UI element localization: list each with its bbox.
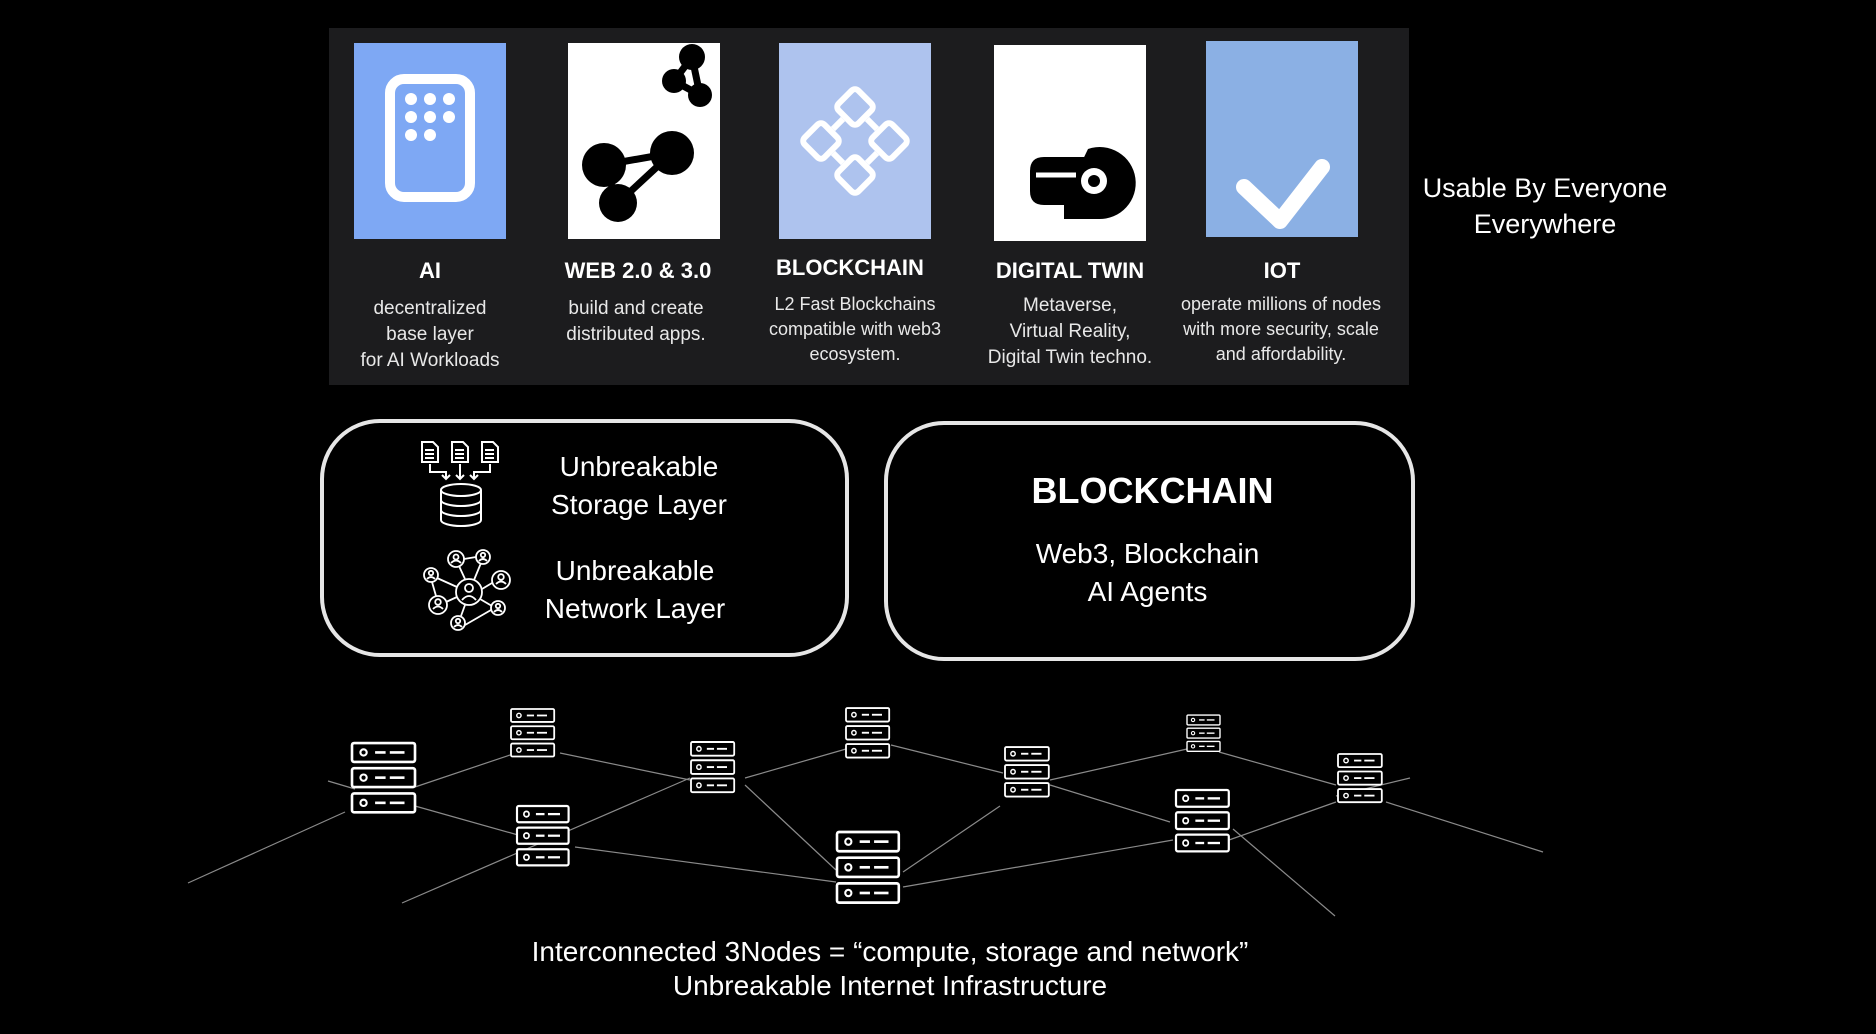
server-rack-icon <box>845 707 891 759</box>
card-title-iot: IOT <box>1263 258 1301 283</box>
card-title-ai: AI <box>419 258 441 283</box>
card-desc-blockchain: L2 Fast Blockchains compatible with web3… <box>768 294 942 364</box>
blockchain-box <box>884 421 1415 661</box>
network-layer-label: Unbreakable Network Layer <box>544 555 726 624</box>
digital-twin-card-image <box>994 45 1146 241</box>
server-rack-icon <box>835 830 901 904</box>
card-desc-web: build and create distributed apps. <box>566 298 706 345</box>
database-documents-icon <box>421 441 499 527</box>
iot-card-image <box>1206 41 1358 237</box>
card-title-digital-twin: DIGITAL TWIN <box>995 258 1145 283</box>
server-rack-icon <box>690 741 736 794</box>
bottom-caption: Interconnected 3Nodes = “compute, storag… <box>531 936 1249 1001</box>
server-rack-icon <box>350 741 417 814</box>
vr-headset-icon <box>994 45 1146 241</box>
card-title-blockchain: BLOCKCHAIN <box>776 255 924 280</box>
card-title-web: WEB 2.0 & 3.0 <box>564 258 712 283</box>
tablet-icon <box>354 43 506 239</box>
server-rack-icon <box>1174 788 1230 853</box>
web-card-image <box>568 43 720 239</box>
network-graph-icon <box>568 43 720 239</box>
server-rack-icon <box>1337 753 1383 804</box>
blockchain-blocks-icon <box>779 43 931 239</box>
layers-box <box>320 419 849 657</box>
people-network-icon <box>423 549 511 631</box>
server-rack-icon <box>1004 746 1050 798</box>
blockchain-box-title: BLOCKCHAIN <box>1031 470 1274 511</box>
server-rack-icon <box>510 708 556 758</box>
server-rack-icon <box>1186 714 1221 752</box>
blockchain-card-image <box>779 43 931 239</box>
checkmark-icon <box>1206 41 1358 237</box>
blockchain-box-subtitle: Web3, Blockchain AI Agents <box>1035 538 1260 607</box>
ai-card-image <box>354 43 506 239</box>
server-rack-icon <box>515 804 570 867</box>
card-desc-iot: operate millions of nodes with more secu… <box>1180 294 1382 364</box>
storage-layer-label: Unbreakable Storage Layer <box>551 451 727 520</box>
card-desc-ai: decentralized base layer for AI Workload… <box>360 298 500 371</box>
usable-by-everyone-text: Usable By Everyone Everywhere <box>1422 173 1668 239</box>
card-desc-digital-twin: Metaverse, Virtual Reality, Digital Twin… <box>987 295 1153 368</box>
